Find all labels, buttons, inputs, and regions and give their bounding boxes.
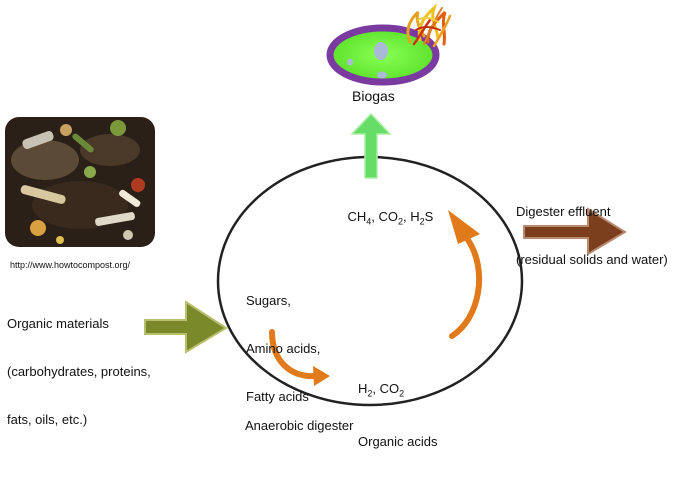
effluent-arrow xyxy=(523,207,627,256)
monomers-line-3: Fatty acids xyxy=(246,389,309,404)
monomers-line-2: Amino acids, xyxy=(246,341,321,356)
digester-label: Anaerobic digester xyxy=(245,418,354,433)
acids-line-1: H2, CO2 xyxy=(358,381,437,402)
compost-photo xyxy=(5,117,155,247)
co2-text: , CO xyxy=(372,381,400,396)
acids-label: H2, CO2 Organic acids xyxy=(358,349,437,482)
co2-subscript: 2 xyxy=(399,388,405,399)
h2-text: H xyxy=(358,381,368,396)
ch-subscript: 4 xyxy=(366,216,372,227)
process-arrow-left xyxy=(269,329,330,386)
h-text: , H xyxy=(403,209,420,224)
organic-line-3: fats, oils, etc.) xyxy=(7,412,88,427)
photo-source-url: http://www.howtocompost.org/ xyxy=(10,260,131,270)
co-subscript: 2 xyxy=(397,216,403,227)
process-arrow-right xyxy=(448,210,483,339)
s-text: S xyxy=(424,209,434,224)
ch-text: CH xyxy=(347,209,367,224)
bubble-dot-bottom xyxy=(377,71,387,79)
bubble-dot-large xyxy=(374,42,388,60)
effluent-label: Digester effluent (residual solids and w… xyxy=(516,172,668,300)
biogas-label: Biogas xyxy=(352,88,395,104)
biogas-composition-label: CH4, CO2, H2S xyxy=(333,193,433,246)
diagram-graphics xyxy=(5,3,627,407)
organic-line-1: Organic materials xyxy=(7,316,109,331)
anaerobic-digestion-diagram: Biogas CH4, CO2, H2S Digester effluent (… xyxy=(5,3,668,449)
effluent-line-1: Digester effluent xyxy=(516,204,611,219)
bubble-dot-left xyxy=(347,58,353,66)
monomers-line-1: Sugars, xyxy=(246,293,291,308)
effluent-line-2: (residual solids and water) xyxy=(516,252,668,267)
acids-line-2: Organic acids xyxy=(358,433,438,449)
h2-subscript: 2 xyxy=(367,388,373,399)
co-text: , CO xyxy=(371,209,398,224)
h-subscript: 2 xyxy=(419,216,425,227)
flame-icon xyxy=(406,3,452,48)
organic-materials-label: Organic materials (carbohydrates, protei… xyxy=(7,284,151,460)
input-arrow xyxy=(144,300,228,354)
monomers-label: Sugars, Amino acids, Fatty acids xyxy=(246,261,320,437)
organic-line-2: (carbohydrates, proteins, xyxy=(7,364,151,379)
biogas-arrow xyxy=(350,112,392,179)
